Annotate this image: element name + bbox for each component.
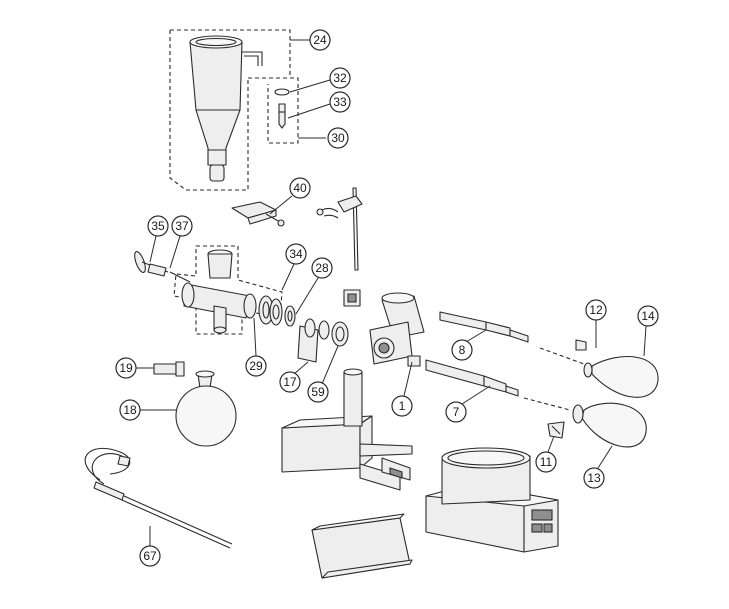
seal-fittings-group (248, 77, 299, 144)
callout-8: 8 (451, 339, 473, 361)
callout-label: 32 (333, 71, 347, 85)
callout-1: 1 (391, 395, 413, 417)
adapter-19 (153, 361, 185, 377)
callout-7: 7 (445, 401, 467, 423)
base-stand (281, 368, 413, 491)
callout-30: 30 (327, 127, 349, 149)
drive-motor (369, 292, 425, 367)
callout-label: 13 (587, 471, 601, 485)
receiving-flask-13 (572, 402, 647, 448)
callout-28: 28 (311, 257, 333, 279)
callout-label: 35 (151, 219, 165, 233)
callout-label: 12 (589, 303, 603, 317)
callout-32: 32 (329, 67, 351, 89)
callout-14: 14 (637, 305, 659, 327)
callout-label: 14 (641, 309, 655, 323)
callout-label: 19 (119, 361, 133, 375)
callout-35: 35 (147, 215, 169, 237)
callout-label: 37 (175, 219, 189, 233)
clamp-part (231, 201, 285, 227)
callout-24: 24 (309, 29, 331, 51)
callout-18: 18 (119, 399, 141, 421)
callout-67: 67 (139, 545, 161, 567)
callout-label: 18 (123, 403, 137, 417)
callout-label: 40 (293, 181, 307, 195)
callout-label: 8 (459, 343, 466, 357)
assembly-axis-upper (539, 347, 585, 365)
elbow-fitting (343, 289, 361, 307)
seal-rings (258, 295, 296, 327)
vapor-duct-7 (425, 359, 519, 397)
rotary-joint-housing (173, 245, 283, 335)
callout-label: 28 (315, 261, 329, 275)
callout-label: 59 (311, 385, 325, 399)
callout-label: 24 (313, 33, 327, 47)
joint-clip (547, 421, 565, 439)
vapor-duct-8 (439, 311, 529, 343)
flask-clip (575, 339, 587, 351)
callout-37: 37 (171, 215, 193, 237)
round-flask-18 (175, 370, 237, 447)
callout-label: 29 (249, 359, 263, 373)
cover-plate (311, 513, 413, 579)
stopcock (134, 251, 191, 283)
callout-label: 33 (333, 95, 347, 109)
callout-29: 29 (245, 355, 267, 377)
heating-bath (425, 447, 559, 553)
callout-label: 11 (540, 455, 553, 469)
callout-59: 59 (307, 381, 329, 403)
callout-12: 12 (585, 299, 607, 321)
callout-label: 7 (453, 405, 460, 419)
callout-label: 17 (283, 375, 297, 389)
callout-label: 34 (289, 247, 303, 261)
callout-11: 11 (535, 451, 557, 473)
temperature-probe (84, 447, 233, 549)
callout-label: 67 (143, 549, 157, 563)
callout-33: 33 (329, 91, 351, 113)
callout-40: 40 (289, 177, 311, 199)
clip-and-nut (297, 318, 349, 363)
callout-13: 13 (583, 467, 605, 489)
evaporating-flask-14 (583, 355, 659, 398)
assembly-axis-lower (523, 397, 571, 411)
condenser-vessel (169, 29, 291, 191)
callout-34: 34 (285, 243, 307, 265)
callout-17: 17 (279, 371, 301, 393)
callout-label: 1 (399, 399, 406, 413)
callout-19: 19 (115, 357, 137, 379)
callout-label: 30 (331, 131, 345, 145)
support-rod-clamp (316, 187, 363, 271)
leader-lines (136, 39, 647, 546)
